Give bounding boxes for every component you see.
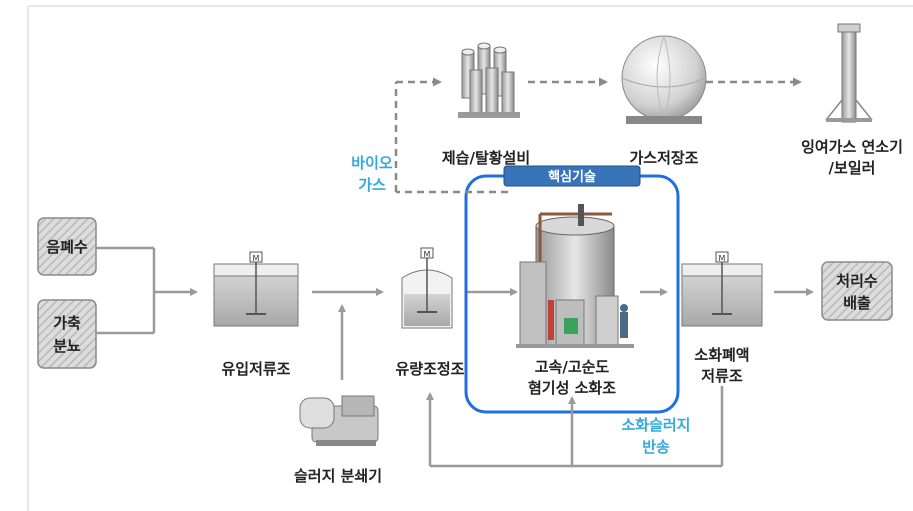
digester-label-1: 고속/고순도	[535, 358, 610, 376]
input-merge-lines	[96, 246, 198, 335]
equalization-tank: M	[401, 247, 453, 329]
desulfurization-label: 제습/탈황설비	[442, 149, 530, 167]
biogas-label-1: 바이오	[351, 154, 393, 172]
digester	[516, 204, 634, 348]
input-manure-label-1: 가축	[53, 314, 81, 332]
core-tech-label: 핵심기술	[548, 169, 596, 185]
gas-storage-sphere	[621, 35, 707, 124]
sludge-crusher	[299, 395, 379, 446]
equalization-tank-label: 유량조정조	[395, 360, 464, 378]
treated-water-label-2: 배출	[843, 294, 871, 312]
surplus-gas-label-1: 잉여가스 연소기	[801, 138, 903, 156]
biogas-line	[394, 77, 802, 194]
digestate-tank-label-2: 저류조	[701, 367, 743, 385]
treated-water-box: 처리수 배출	[821, 261, 893, 321]
motor-mark-2: M	[424, 250, 431, 259]
input-wastewater-box: 음폐수	[37, 217, 97, 276]
motor-mark-1: M	[253, 254, 260, 263]
sludge-return-lines	[426, 386, 724, 468]
digestate-tank: M	[681, 251, 763, 327]
input-manure-box: 가축 분뇨	[37, 299, 97, 369]
sludge-return-label-1: 소화슬러지	[621, 416, 690, 434]
surplus-gas-burner	[825, 23, 873, 123]
motor-mark-3: M	[719, 254, 726, 263]
input-wastewater-label: 음폐수	[46, 238, 88, 256]
biogas-label-2: 가스	[358, 176, 386, 194]
input-manure-label-2: 분뇨	[53, 337, 81, 355]
inflow-tank: M	[213, 251, 299, 327]
sludge-crusher-label: 슬러지 분쇄기	[294, 467, 382, 485]
core-tech-badge	[503, 165, 641, 187]
desulfurization-units	[458, 42, 520, 118]
digestate-tank-label-1: 소화폐액	[694, 346, 749, 364]
gas-storage-label: 가스저장조	[629, 149, 698, 167]
inflow-tank-label: 유입저류조	[221, 360, 290, 378]
digester-label-2: 혐기성 소화조	[528, 379, 616, 397]
treated-water-label-1: 처리수	[836, 272, 878, 290]
sludge-return-label-2: 반송	[642, 438, 670, 456]
surplus-gas-label-2: /보일러	[829, 159, 876, 177]
